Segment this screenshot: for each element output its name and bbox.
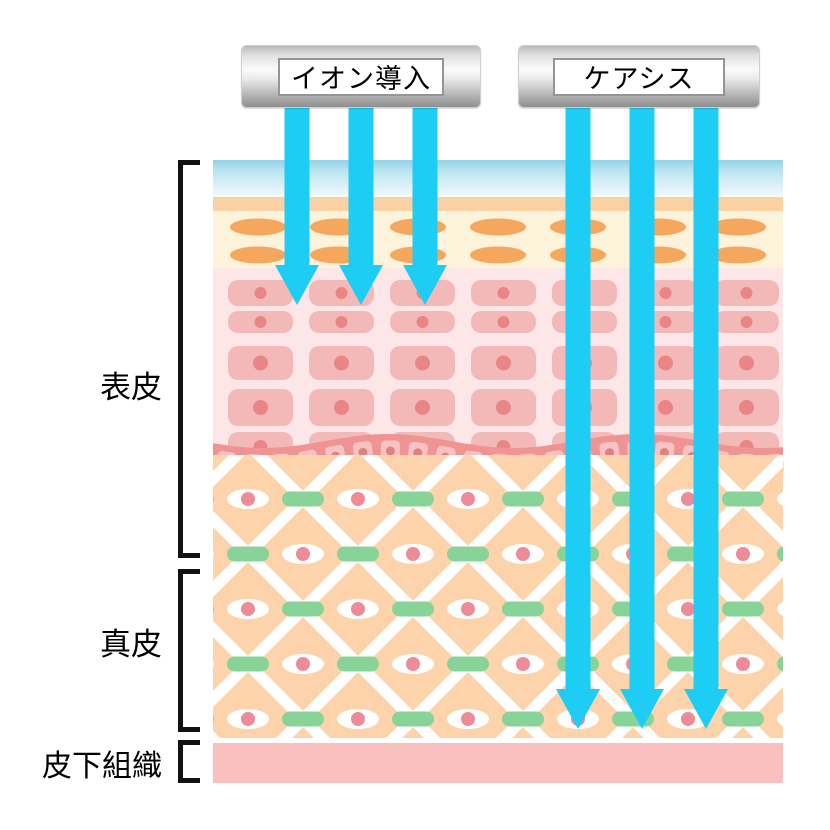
cell-nucleus bbox=[416, 316, 429, 328]
corneum-flake-cell bbox=[230, 218, 286, 236]
caresys-label: ケアシス bbox=[583, 64, 695, 94]
cell-nucleus bbox=[739, 400, 754, 415]
corneum-flake-cell bbox=[710, 246, 766, 264]
cell-nucleus bbox=[334, 400, 349, 415]
cell-nucleus bbox=[658, 400, 673, 415]
subcutis-bracket bbox=[178, 740, 200, 783]
subcutis-label: 皮下組織 bbox=[42, 750, 162, 783]
cell-nucleus bbox=[253, 355, 268, 371]
subcutaneous-layer bbox=[213, 743, 783, 783]
cell-nucleus bbox=[334, 355, 349, 371]
device-label-plate: ケアシス bbox=[553, 57, 725, 96]
iontophoresis-penetration-arrow-icon bbox=[403, 107, 447, 305]
cell-nucleus bbox=[335, 287, 348, 299]
cell-nucleus bbox=[496, 400, 511, 415]
cell-nucleus bbox=[739, 355, 754, 371]
caresys-arrows bbox=[556, 107, 728, 729]
corneum-flake-cell bbox=[470, 218, 526, 236]
cell-nucleus bbox=[658, 355, 673, 371]
cell-nucleus bbox=[740, 287, 753, 299]
iontophoresis-arrows bbox=[275, 107, 447, 305]
dermis-label: 真皮 bbox=[100, 627, 162, 662]
cell-nucleus bbox=[740, 316, 753, 328]
dermis-bracket bbox=[178, 569, 200, 732]
caresys-penetration-arrow-icon bbox=[620, 107, 664, 729]
corneum-flake-cell bbox=[470, 246, 526, 264]
cell-nucleus bbox=[335, 316, 348, 328]
iontophoresis-label: イオン導入 bbox=[291, 64, 431, 94]
caresys-penetration-arrow-icon bbox=[684, 107, 728, 729]
cell-nucleus bbox=[415, 355, 430, 371]
corneum-flake-cell bbox=[710, 218, 766, 236]
cell-nucleus bbox=[496, 355, 511, 371]
iontophoresis-penetration-arrow-icon bbox=[339, 107, 383, 305]
cell-nucleus bbox=[253, 400, 268, 415]
cell-nucleus bbox=[254, 316, 267, 328]
epidermis-label: 表皮 bbox=[100, 370, 162, 405]
iontophoresis-device-bar: イオン導入 bbox=[241, 45, 481, 108]
device-label-plate: イオン導入 bbox=[278, 57, 444, 96]
cell-nucleus bbox=[415, 400, 430, 415]
corneum-flake-cell bbox=[230, 246, 286, 264]
cell-nucleus bbox=[254, 287, 267, 299]
cell-nucleus bbox=[497, 287, 510, 299]
cell-nucleus bbox=[659, 316, 672, 328]
iontophoresis-penetration-arrow-icon bbox=[275, 107, 319, 305]
cell-nucleus bbox=[497, 316, 510, 328]
cell-nucleus bbox=[659, 287, 672, 299]
caresys-device-bar: ケアシス bbox=[518, 45, 760, 108]
caresys-penetration-arrow-icon bbox=[556, 107, 600, 729]
epidermis-bracket bbox=[178, 160, 200, 558]
